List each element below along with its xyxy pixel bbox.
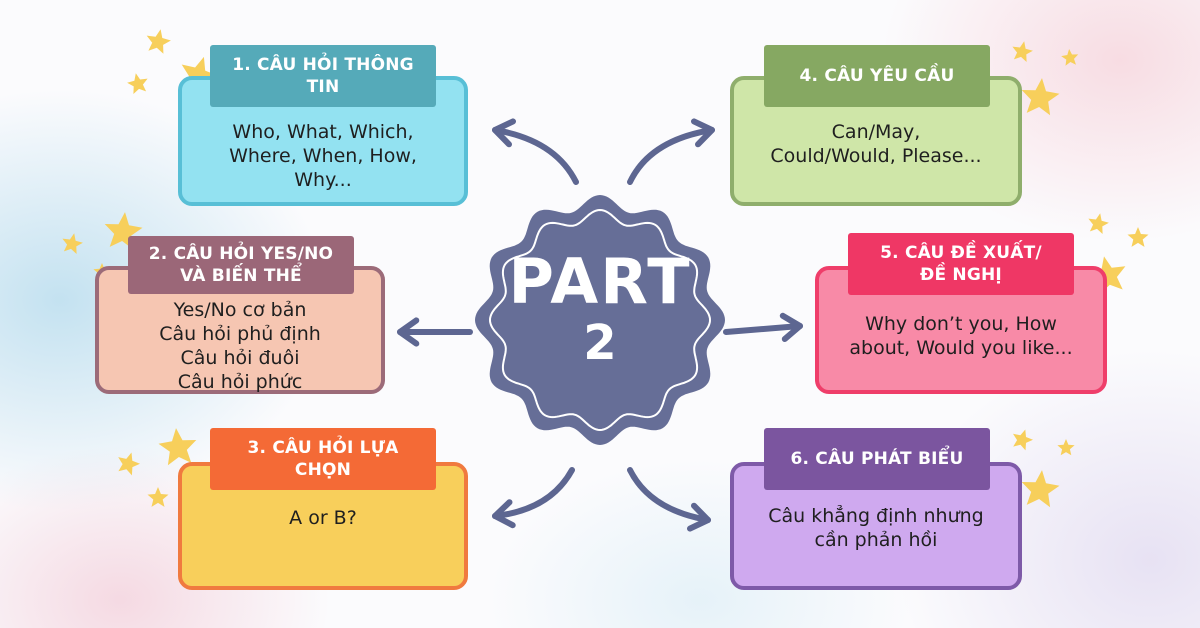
star-icon (1012, 41, 1033, 62)
card-line: Where, When, How, (229, 145, 417, 167)
category-label-5: 5. CÂU ĐỀ XUẤT/ ĐỀ NGHỊ (848, 233, 1074, 295)
card-line: Câu khẳng định nhưng (768, 505, 984, 527)
center-title: PART (508, 245, 692, 318)
category-label-6: 6. CÂU PHÁT BIỂU (764, 428, 990, 490)
category-card-body: Yes/No cơ bản Câu hỏi phủ định Câu hỏi đ… (99, 270, 381, 394)
card-line: Câu hỏi phủ định (159, 323, 321, 345)
star-icon (158, 428, 197, 466)
star-icon (1021, 470, 1060, 508)
category-card-body: Why don’t you, How about, Would you like… (819, 270, 1103, 360)
card-line: Who, What, Which, (232, 121, 414, 143)
arrow-icon (627, 467, 711, 532)
card-line: cần phản hồi (814, 529, 938, 551)
star-icon (147, 487, 169, 507)
star-icon (146, 29, 171, 54)
category-label-4: 4. CÂU YÊU CẦU (764, 45, 990, 107)
center-label: PART 2 (480, 250, 720, 372)
card-line: A or B? (289, 507, 357, 529)
star-icon (1088, 213, 1109, 234)
star-icon (118, 452, 140, 476)
star-icon (127, 73, 148, 94)
category-label-3: 3. CÂU HỎI LỰA CHỌN (210, 428, 436, 490)
star-icon (1061, 49, 1079, 66)
star-icon (1088, 256, 1126, 295)
card-line: Why... (294, 169, 352, 191)
arrow-icon (723, 312, 803, 342)
card-line: Câu hỏi phức (177, 371, 303, 393)
star-icon (104, 212, 143, 250)
card-line: Câu hỏi đuôi (180, 347, 300, 369)
star-icon (1057, 439, 1075, 456)
category-card-body: Who, What, Which, Where, When, How, Why.… (182, 80, 464, 192)
center-badge-outline (488, 208, 712, 432)
card-line: Yes/No cơ bản (173, 299, 307, 321)
star-icon (1127, 227, 1149, 247)
card-line: about, Would you like... (849, 337, 1073, 359)
arrow-icon (492, 467, 575, 529)
arrow-icon (627, 118, 715, 185)
star-icon (1021, 78, 1060, 116)
arrow-icon (492, 118, 579, 185)
center-number: 2 (583, 315, 617, 371)
category-label-2: 2. CÂU HỎI YES/NO VÀ BIẾN THỂ (128, 236, 354, 294)
center-badge-shape (475, 195, 725, 445)
star-icon (1013, 429, 1033, 451)
star-icon (62, 233, 83, 254)
category-card-body: Can/May, Could/Would, Please... (734, 80, 1018, 168)
category-card-body: A or B? (182, 466, 464, 530)
category-card-body: Câu khẳng định nhưng cần phản hồi (734, 466, 1018, 552)
arrow-icon (397, 317, 473, 347)
category-label-1: 1. CÂU HỎI THÔNG TIN (210, 45, 436, 107)
card-line: Can/May, (831, 121, 921, 143)
card-line: Why don’t you, How (865, 313, 1057, 335)
card-line: Could/Would, Please... (770, 145, 982, 167)
